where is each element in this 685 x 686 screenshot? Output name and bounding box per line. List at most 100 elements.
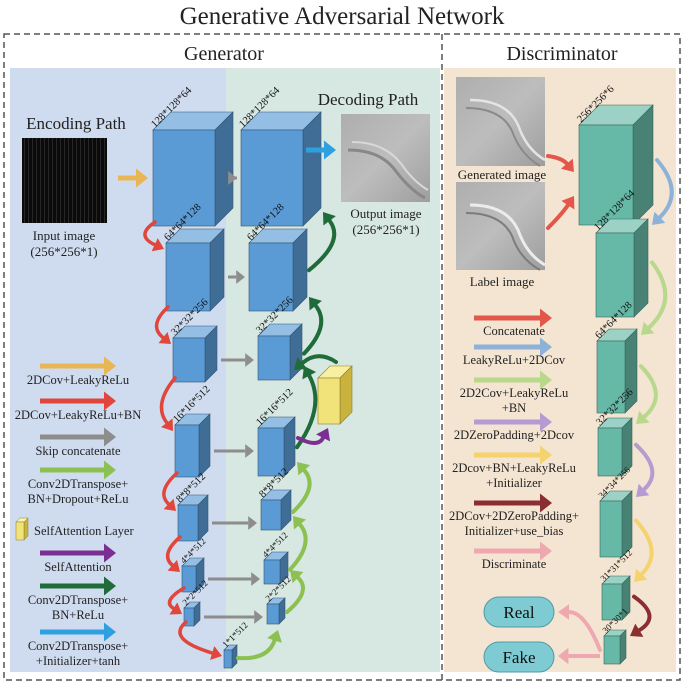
encode-arrow-2	[154, 305, 171, 344]
decode-arrow-2	[302, 297, 324, 356]
legend-label-5: SelfAttention Layer	[34, 524, 134, 538]
decoding-path-label: Decoding Path	[318, 90, 419, 109]
encode-arrow-6	[167, 586, 186, 615]
disc-cube-5	[599, 490, 633, 558]
disc-loop-arrow-5	[634, 518, 654, 582]
disc-legend-label-1: Concatenate	[483, 324, 545, 338]
concat-arrow-1	[546, 154, 574, 172]
legend-arrow-8	[40, 622, 116, 642]
discriminator-cubes	[578, 104, 654, 665]
self-attention-cube	[317, 365, 353, 425]
disc-legend-arrow-2	[474, 337, 552, 357]
legend-arrow-2	[40, 391, 116, 411]
disc-loop-arrow-2	[641, 260, 668, 335]
encoder-cube-7	[183, 601, 201, 627]
encoder-cube-6	[181, 557, 205, 593]
gan-frame	[3, 33, 681, 681]
legend-label-3: Skip concatenate	[35, 444, 120, 458]
legend-arrow-1	[40, 356, 116, 376]
disc-legend-arrow-7	[474, 541, 552, 561]
decoder-cube-5	[260, 489, 292, 531]
legend-arrow-6	[40, 543, 116, 563]
encoding-path-label: Encoding Path	[26, 114, 126, 133]
disc-legend-label-2: LeakyReLu+2DCov	[463, 353, 566, 367]
legend-arrow-4	[40, 460, 116, 480]
svg-text:Real: Real	[503, 603, 534, 622]
encode-arrow-5	[165, 535, 182, 572]
decode-arrow-1	[307, 212, 337, 273]
decoder-cube-7	[266, 597, 286, 625]
self-attention-out-arrow	[294, 354, 338, 370]
discriminator-arrows	[546, 154, 674, 665]
input-image	[22, 138, 107, 223]
output-arrow	[306, 140, 336, 160]
concat-arrow-2	[546, 196, 575, 230]
disc-loop-arrow-1	[652, 158, 674, 225]
real-output: Real	[483, 596, 555, 628]
decoder-cube-1	[240, 111, 322, 227]
skip-arrow-1	[228, 171, 237, 185]
disc-legend-arrow-1	[474, 308, 552, 328]
legend-arrow-7	[40, 576, 116, 596]
encode-arrow-7	[178, 620, 222, 660]
decoder-cube-4	[257, 416, 296, 477]
legend-label-2: 2DCov+LeakyReLu+BN	[15, 408, 142, 422]
generator-arrows	[118, 140, 338, 661]
encode-arrow-3	[159, 376, 177, 431]
disc-legend-label-4: 2DZeroPadding+2Dcov	[454, 428, 575, 442]
disc-cube-1	[578, 104, 654, 226]
decoder-cube-2	[248, 228, 308, 312]
disc-legend-label-7: Discriminate	[482, 557, 547, 571]
svg-text:Fake: Fake	[502, 648, 535, 667]
fake-output: Fake	[483, 641, 555, 673]
legend-label-1: 2DCov+LeakyReLu	[27, 373, 130, 387]
disc-legend-arrow-4	[474, 412, 552, 432]
disc-legend-arrow-5	[474, 445, 552, 465]
skip-arrow-2	[228, 270, 245, 284]
generated-caption: Generated image	[458, 167, 547, 182]
encoder-cube-3	[172, 325, 218, 383]
label-caption: Label image	[470, 274, 535, 289]
decode-arrow-5	[288, 516, 308, 572]
decoder-cube-3	[257, 323, 303, 381]
decode-arrow-4	[291, 462, 312, 514]
generator-cubes	[152, 111, 322, 669]
skip-arrow-4	[214, 444, 254, 458]
skip-arrow-5	[212, 516, 257, 530]
generator-title: Generator	[184, 43, 264, 65]
generated-image	[456, 77, 546, 167]
self-attention-in-arrow	[296, 428, 331, 445]
label-image	[456, 182, 546, 271]
output-image	[341, 114, 430, 202]
disc-loop-arrow-3	[636, 364, 658, 424]
disc-loop-arrow-4	[634, 442, 655, 497]
disc-legend-label-3: 2D2Cov+LeakyReLu+BN	[460, 386, 569, 415]
skip-arrow-7	[204, 610, 263, 624]
legend-label-4: Conv2DTranspose+BN+Dropout+ReLu	[28, 477, 130, 506]
skip-arrow-6	[208, 572, 260, 586]
legend-cube-side	[23, 517, 29, 541]
discriminator-title: Discriminator	[506, 43, 617, 65]
discriminate-arrow-fake	[558, 647, 600, 665]
disc-cube-3	[596, 328, 638, 414]
disc-cube-7	[603, 629, 627, 665]
input-caption: Input image	[33, 228, 96, 243]
input-arrow	[118, 168, 148, 188]
diagram-title: Generative Adversarial Network	[180, 3, 505, 30]
encoder-cube-1	[152, 111, 234, 227]
encode-arrow-4	[162, 471, 179, 511]
legend-cube-face	[15, 521, 25, 541]
disc-loop-arrow-6	[630, 594, 652, 637]
disc-legend-arrow-3	[474, 370, 552, 390]
decoder-cube-6	[263, 551, 289, 585]
disc-cube-6	[601, 575, 631, 621]
encoder-cube-4	[174, 413, 211, 478]
bottleneck-up-arrow	[236, 630, 282, 661]
disc-cube-4	[597, 417, 633, 477]
generator-legend: 2DCov+LeakyReLu 2DCov+LeakyReLu+BN Skip co…	[15, 356, 142, 668]
legend-label-6: SelfAttention	[44, 560, 112, 574]
encode-arrow-1	[143, 220, 164, 252]
output-caption: Output image	[350, 206, 421, 221]
disc-legend-arrow-6	[474, 493, 552, 513]
